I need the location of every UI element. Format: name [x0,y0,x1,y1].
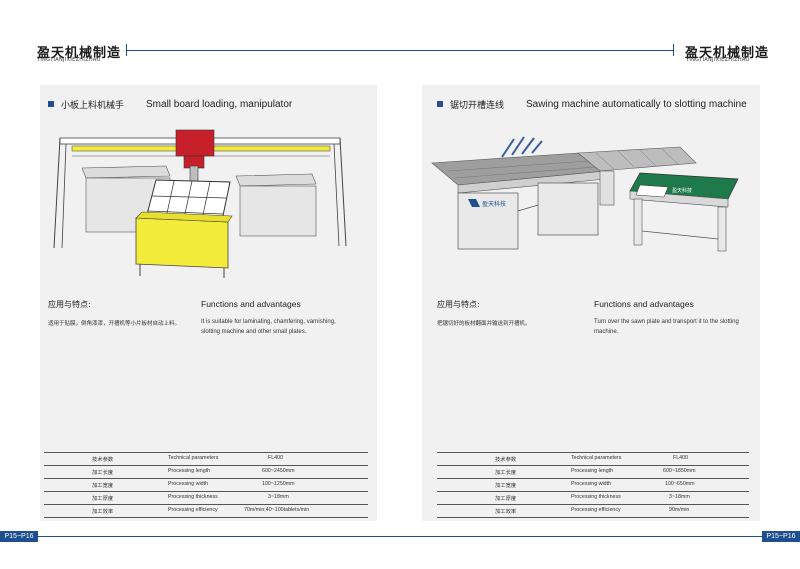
spec-row: 技术参数 Technical parameters FL400 [437,452,749,465]
left-description-en-line1: It is suitable for laminating, chamferin… [201,319,336,325]
spec-label-cn: 加工厚度 [495,496,517,502]
spec-value: 70m/min;40~100tablets/min [244,507,310,513]
spec-label-cn: 加工宽度 [495,483,517,489]
spec-label-cn: 技术参数 [495,457,517,463]
left-title-cn: 小板上料机械手 [61,100,125,111]
spec-row: 加工效率 Processing efficiency 90m/min [437,504,749,518]
spec-label-en: Processing efficiency [571,507,621,513]
spec-label-cn: 加工宽度 [92,483,114,489]
left-title-en: Small board loading, manipulator [146,98,293,110]
right-features-heading-cn: 应用与特点: [437,300,480,309]
spec-row: 加工宽度 Processing width 100~650mm [437,478,749,491]
spec-label-en: Processing length [168,468,211,474]
spec-value: 90m/min [669,507,690,513]
spec-value: FL400 [268,455,284,461]
spec-label-cn: 加工效率 [92,509,114,515]
header-rule [127,50,673,51]
right-description-cn: 把锯切好的板材翻面并输送到开槽机。 [437,321,531,327]
right-features-heading-en: Functions and advantages [594,299,694,309]
brand-name-cn-right: 盈天机械制造 [685,46,770,61]
brand-name-en-right: YINGTIANJIXIEZHIZHAO [686,57,750,63]
small-board-manipulator-illustration [53,129,347,278]
right-spec-table: 技术参数 Technical parameters FL400 加工长度 Pro… [437,452,749,518]
spec-row: 加工厚度 Processing thickness 3~18mm [44,491,368,504]
right-description-en-line1: Turn over the sawn plate and transport i… [594,319,739,325]
spec-row: 加工效率 Processing efficiency 70m/min;40~10… [44,504,368,518]
spec-value: 600~2450mm [262,468,295,474]
header-divider-left [126,44,127,56]
left-description-en-line2: slotting machine and other small plates. [201,329,307,335]
spec-value: FL400 [673,455,689,461]
spec-value: 600~1850mm [663,468,696,474]
left-description-cn: 适用于贴膜，倒角漆漆，开槽机等小片板材自动上料。 [48,321,181,327]
spec-label-en: Processing efficiency [168,507,218,513]
spec-row: 加工长度 Processing length 600~1850mm [437,465,749,478]
left-page-panel [40,85,377,521]
spec-value: 3~18mm [669,494,690,500]
spec-label-cn: 技术参数 [92,457,114,463]
left-features-heading-en: Functions and advantages [201,299,301,309]
svg-text:盈天科技: 盈天科技 [672,187,692,194]
spec-value: 3~18mm [268,494,289,500]
right-title-en: Sawing machine automatically to slotting… [526,98,747,110]
spec-label-en: Processing thickness [571,494,621,500]
header-divider-right [673,44,674,56]
machine-logo-text: 盈天科技 [482,200,506,208]
right-description-en-line2: machine. [594,329,619,335]
section-bullet-icon [437,101,443,107]
brand-name-en-left: YINGTIANJIXIEZHIZHAO [37,57,101,63]
spec-label-en: Technical parameters [571,455,622,461]
spec-value: 100~650mm [665,481,695,487]
spec-row: 技术参数 Technical parameters FL400 [44,452,368,465]
right-title-cn: 锯切开槽连线 [450,100,505,111]
spec-label-en: Processing width [571,481,612,487]
spec-value: 100~1250mm [262,481,295,487]
spec-label-cn: 加工效率 [495,509,517,515]
spec-row: 加工长度 Processing length 600~2450mm [44,465,368,478]
footer-page-number-left: P15~P16 [0,531,38,542]
right-section-title: 锯切开槽连线 Sawing machine automatically to s… [437,97,747,111]
spec-label-cn: 加工厚度 [92,496,114,502]
footer-rule [38,536,762,537]
spec-label-en: Technical parameters [168,455,219,461]
spec-label-en: Processing width [168,481,209,487]
left-spec-table: 技术参数 Technical parameters FL400 加工长度 Pro… [44,452,368,518]
brand-name-cn-left: 盈天机械制造 [37,46,122,61]
spec-row: 加工厚度 Processing thickness 3~18mm [437,491,749,504]
spec-label-cn: 加工长度 [495,470,517,476]
spec-label-en: Processing length [571,468,614,474]
footer-page-number-right: P15~P16 [762,531,800,542]
spec-label-en: Processing thickness [168,494,218,500]
left-features-heading-cn: 应用与特点: [48,300,91,309]
spec-label-cn: 加工长度 [92,470,114,476]
left-section-title: 小板上料机械手 Small board loading, manipulator [48,97,292,111]
section-bullet-icon [48,101,54,107]
spec-row: 加工宽度 Processing width 100~1250mm [44,478,368,491]
sawing-slotting-line-illustration: 盈天科技 盈天科技 [431,136,739,252]
